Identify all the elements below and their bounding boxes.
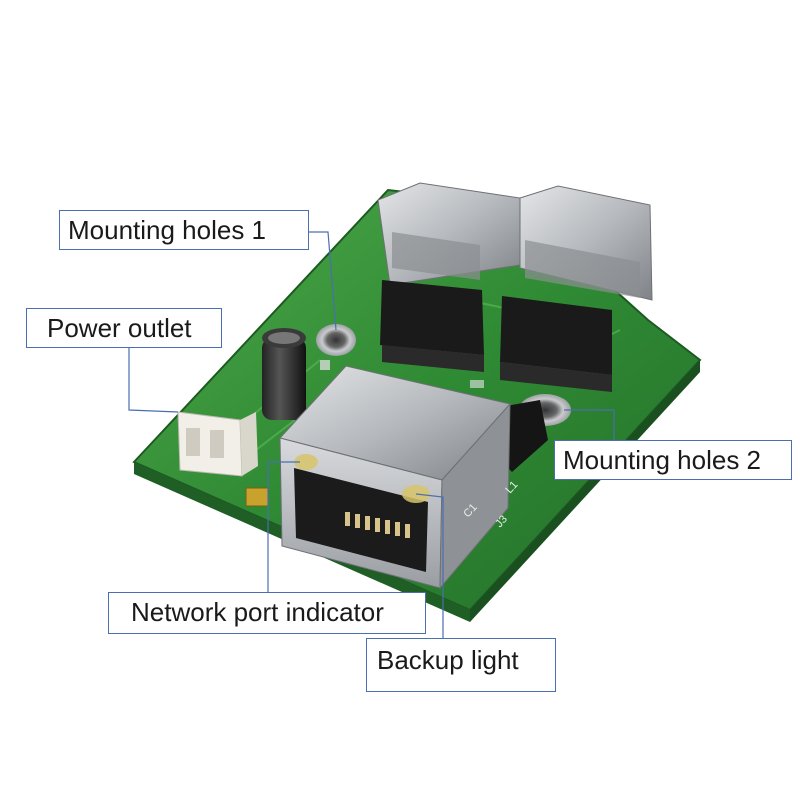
front-rj45-jack xyxy=(279,365,511,590)
transformer-chips xyxy=(380,280,612,392)
callout-power-outlet: Power outlet xyxy=(26,308,222,348)
callout-lines xyxy=(128,231,615,638)
callout-line-mounting-holes-1 xyxy=(309,231,337,331)
callout-backup-light: Backup light xyxy=(366,638,556,692)
callout-line-mounting-holes-2 xyxy=(564,409,615,440)
rear-rj45-ports xyxy=(377,182,653,301)
ic-chip xyxy=(500,400,548,472)
callout-line-backup-light xyxy=(415,493,444,638)
power-connector xyxy=(177,411,258,477)
smd-component xyxy=(245,487,269,507)
callout-line-network-port-indicator xyxy=(267,461,300,592)
callout-mounting-holes-1: Mounting holes 1 xyxy=(59,210,309,250)
callout-line-power-outlet xyxy=(128,348,179,413)
callout-network-port-indicator: Network port indicator xyxy=(108,592,426,634)
mounting-hole-1 xyxy=(316,324,356,356)
callout-mounting-holes-2: Mounting holes 2 xyxy=(554,440,792,480)
electrolytic-capacitor xyxy=(262,328,306,420)
